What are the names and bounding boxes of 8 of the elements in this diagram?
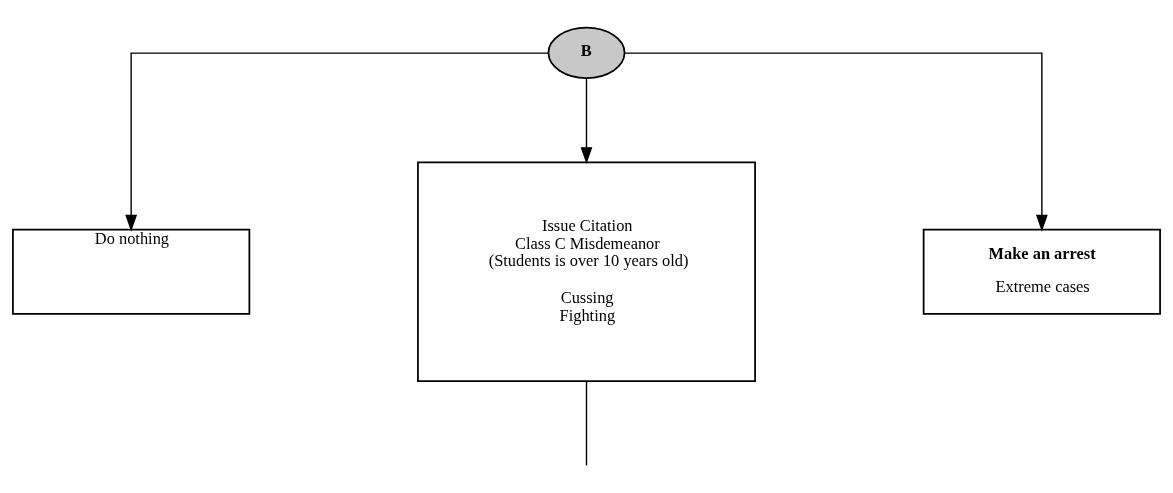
arrow — [580, 77, 593, 164]
node-box: Issue Citation Class C Misdemeanor (Students is over 10 years old) Cussing Fighting — [417, 160, 756, 382]
node-box: Make an arrest Extreme cases — [922, 228, 1161, 315]
arrow — [624, 51, 1048, 232]
node-box: Do nothing — [12, 228, 251, 315]
arrow — [125, 51, 549, 232]
node-ellipse: B — [547, 26, 626, 79]
connector — [585, 380, 588, 466]
